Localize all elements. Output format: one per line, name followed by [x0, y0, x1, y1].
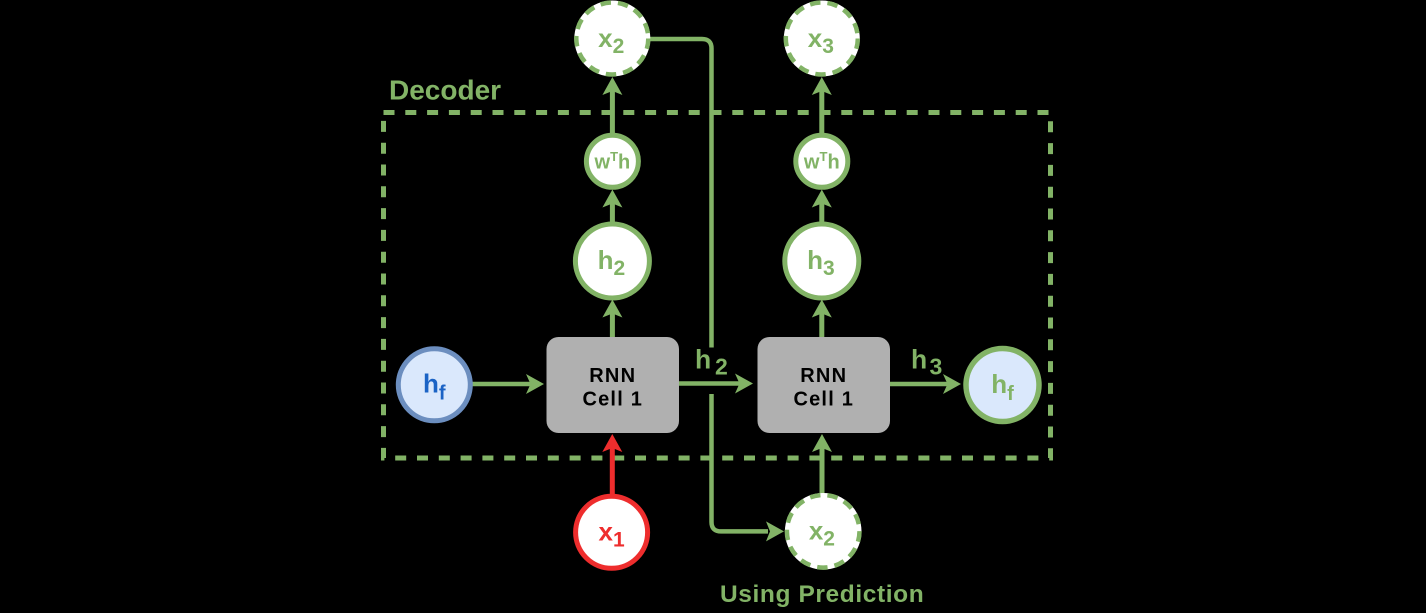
- svg-text:Decoder: Decoder: [389, 74, 501, 105]
- svg-text:3: 3: [930, 353, 943, 379]
- svg-text:h: h: [695, 344, 711, 374]
- svg-text:Cell 1: Cell 1: [793, 388, 854, 410]
- svg-text:RNN: RNN: [800, 365, 847, 387]
- svg-text:x2: x2: [598, 23, 624, 58]
- svg-text:Cell 1: Cell 1: [582, 388, 643, 410]
- svg-text:h: h: [911, 344, 927, 374]
- svg-text:Using Prediction: Using Prediction: [720, 581, 924, 608]
- svg-text:2: 2: [715, 353, 728, 379]
- svg-text:RNN: RNN: [589, 365, 636, 387]
